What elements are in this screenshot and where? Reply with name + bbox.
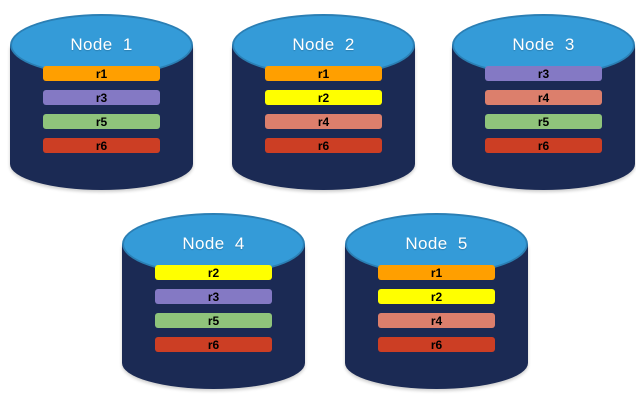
database-cylinder-node-1[interactable]: Node 1 r1 r3 r5 r6 xyxy=(10,14,193,190)
replica-bar-r4[interactable]: r4 xyxy=(484,90,603,105)
node-label: Node 2 xyxy=(292,35,355,54)
database-cylinder-node-5[interactable]: Node 5 r1 r2 r4 r6 xyxy=(345,213,528,389)
replica-list: r2 r3 r5 r6 xyxy=(154,265,273,361)
replica-label: r1 xyxy=(317,66,330,81)
database-cylinder-node-3[interactable]: Node 3 r3 r4 r5 r6 xyxy=(452,14,635,190)
replica-label: r6 xyxy=(207,337,220,352)
replica-bar-r1[interactable]: r1 xyxy=(264,66,383,81)
node-label: Node 1 xyxy=(70,35,133,54)
replica-bar-r1[interactable]: r1 xyxy=(377,265,496,280)
replica-label: r2 xyxy=(430,289,443,304)
replica-bar-r6[interactable]: r6 xyxy=(154,337,273,352)
database-cylinder-node-2[interactable]: Node 2 r1 r2 r4 r6 xyxy=(232,14,415,190)
replica-label: r6 xyxy=(317,138,330,153)
replica-label: r3 xyxy=(207,289,220,304)
replica-bar-r6[interactable]: r6 xyxy=(484,138,603,153)
replica-label: r5 xyxy=(207,313,220,328)
replica-label: r1 xyxy=(95,66,108,81)
replica-label: r3 xyxy=(537,66,550,81)
replica-bar-r6[interactable]: r6 xyxy=(42,138,161,153)
replica-bar-r2[interactable]: r2 xyxy=(377,289,496,304)
replica-list: r1 r3 r5 r6 xyxy=(42,66,161,162)
replica-bar-r2[interactable]: r2 xyxy=(154,265,273,280)
replica-bar-r4[interactable]: r4 xyxy=(377,313,496,328)
replica-list: r3 r4 r5 r6 xyxy=(484,66,603,162)
replica-bar-r3[interactable]: r3 xyxy=(484,66,603,81)
replica-bar-r3[interactable]: r3 xyxy=(42,90,161,105)
replica-bar-r5[interactable]: r5 xyxy=(154,313,273,328)
replica-label: r6 xyxy=(430,337,443,352)
replica-label: r2 xyxy=(207,265,220,280)
replica-bar-r5[interactable]: r5 xyxy=(42,114,161,129)
database-cylinder-node-4[interactable]: Node 4 r2 r3 r5 r6 xyxy=(122,213,305,389)
replica-label: r5 xyxy=(537,114,550,129)
replica-label: r4 xyxy=(317,114,330,129)
replica-label: r2 xyxy=(317,90,330,105)
replica-label: r3 xyxy=(95,90,108,105)
replica-bar-r4[interactable]: r4 xyxy=(264,114,383,129)
replica-label: r4 xyxy=(537,90,550,105)
replica-bar-r1[interactable]: r1 xyxy=(42,66,161,81)
replica-label: r5 xyxy=(95,114,108,129)
replica-label: r6 xyxy=(95,138,108,153)
replica-label: r1 xyxy=(430,265,443,280)
node-label: Node 3 xyxy=(512,35,575,54)
replica-list: r1 r2 r4 r6 xyxy=(377,265,496,361)
node-label: Node 4 xyxy=(182,234,245,253)
replica-label: r4 xyxy=(430,313,443,328)
node-label: Node 5 xyxy=(405,234,468,253)
replica-bar-r6[interactable]: r6 xyxy=(377,337,496,352)
replica-bar-r3[interactable]: r3 xyxy=(154,289,273,304)
replica-bar-r5[interactable]: r5 xyxy=(484,114,603,129)
replica-list: r1 r2 r4 r6 xyxy=(264,66,383,162)
replica-label: r6 xyxy=(537,138,550,153)
cylinder-top-ellipse xyxy=(10,14,193,76)
replica-bar-r6[interactable]: r6 xyxy=(264,138,383,153)
replica-bar-r2[interactable]: r2 xyxy=(264,90,383,105)
cylinder-top-ellipse xyxy=(345,213,528,275)
